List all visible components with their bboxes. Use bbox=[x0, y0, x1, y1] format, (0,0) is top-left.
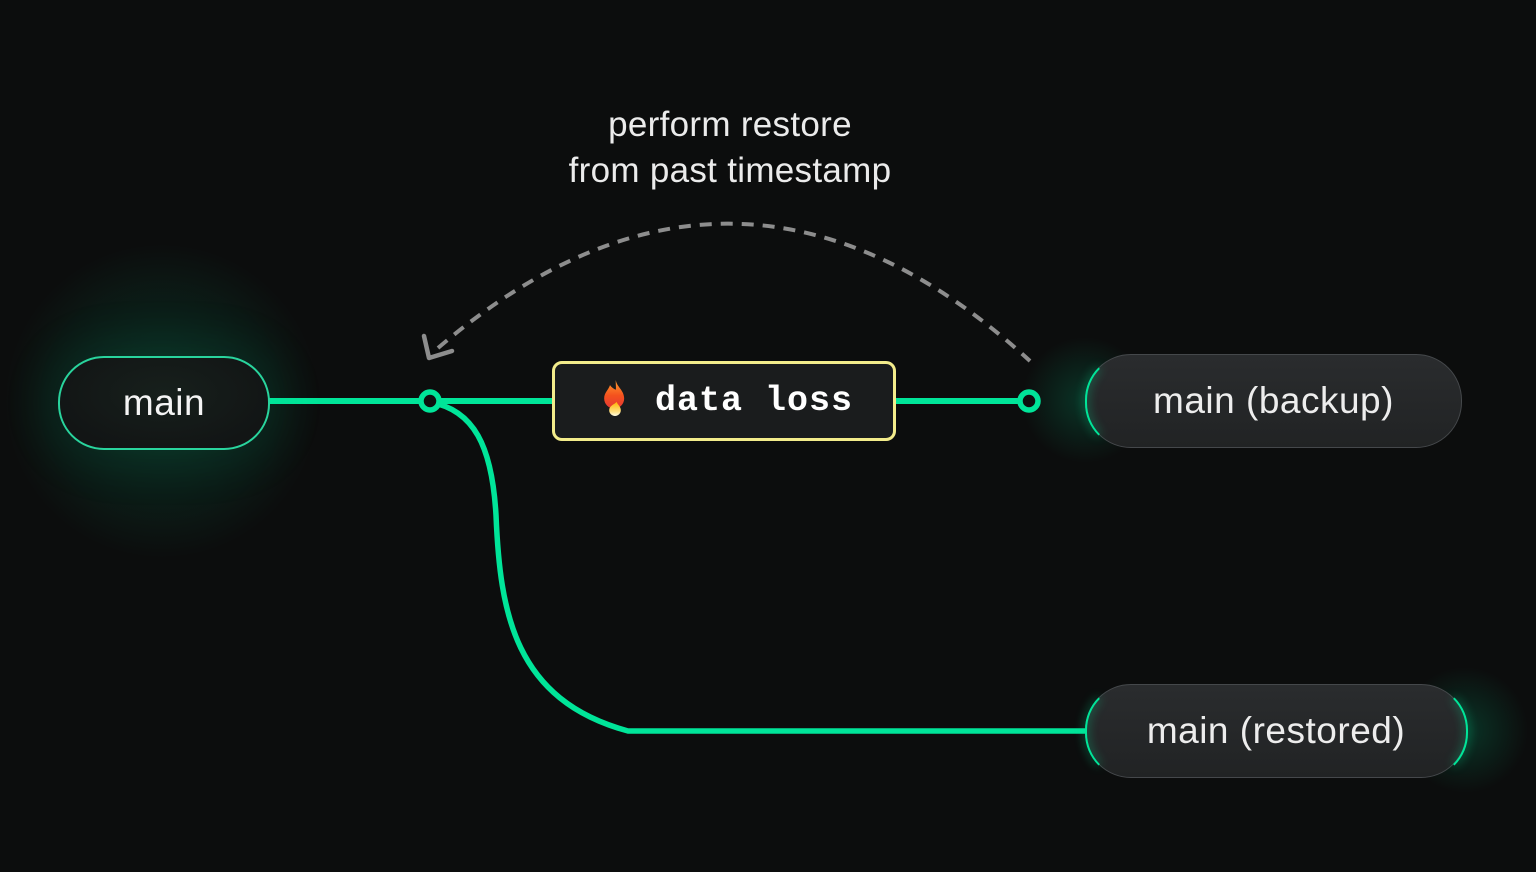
restore-arrow-head-icon bbox=[421, 333, 455, 361]
fire-icon bbox=[604, 380, 625, 416]
restore-caption-line2: from past timestamp bbox=[568, 151, 892, 190]
node-main-backup: main (backup) bbox=[1084, 353, 1462, 449]
branch-point-backup bbox=[1017, 389, 1041, 413]
data-loss-label: data loss bbox=[654, 381, 854, 421]
node-backup-label: main (backup) bbox=[1153, 380, 1394, 421]
restore-arc bbox=[436, 221, 1032, 363]
node-main-label: main bbox=[122, 382, 206, 423]
node-restored-label: main (restored) bbox=[1146, 710, 1406, 751]
node-main-restored: main (restored) bbox=[1084, 683, 1468, 779]
node-main: main bbox=[58, 356, 270, 450]
edge-restored-branch bbox=[429, 399, 1086, 734]
restore-caption: perform restore from past timestamp bbox=[430, 102, 1030, 194]
data-loss-event: data loss bbox=[552, 361, 896, 441]
branch-point-restore bbox=[418, 389, 442, 413]
restore-caption-line1: perform restore bbox=[608, 105, 852, 144]
